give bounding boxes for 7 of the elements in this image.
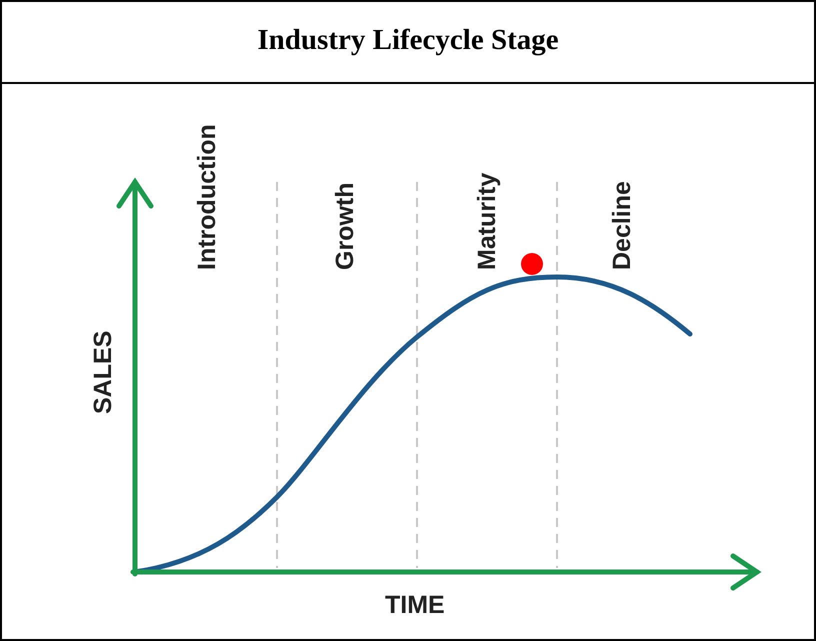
stage-label: Maturity <box>472 172 502 270</box>
axis-label: SALES <box>88 330 118 414</box>
axis-label: TIME <box>385 590 445 620</box>
stage-label: Decline <box>608 181 636 270</box>
stage-label: Growth <box>330 182 360 270</box>
title: Industry Lifecycle Stage <box>256 24 560 57</box>
stage-label: Introduction <box>192 124 222 270</box>
